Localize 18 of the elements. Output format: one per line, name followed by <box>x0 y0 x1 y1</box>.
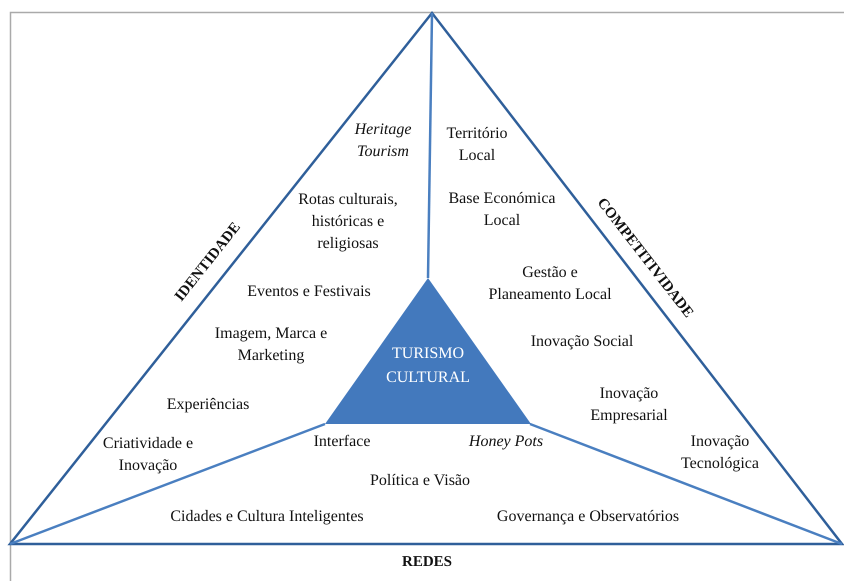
factor-label: Experiências <box>166 395 250 415</box>
node-label: TURISMO CULTURAL <box>385 344 471 388</box>
factor-label: Interface <box>312 432 372 452</box>
factor-label: Honey Pots <box>468 432 544 452</box>
factor-label: Território Local <box>445 124 509 166</box>
factor-label: Criatividade e Inovação <box>102 434 194 476</box>
factor-label: Imagem, Marca e Marketing <box>214 324 328 366</box>
factor-label: Heritage Tourism <box>354 120 412 162</box>
factor-label: Governança e Observatórios <box>496 507 680 527</box>
factor-label: Inovação Tecnológica <box>680 432 760 474</box>
factor-label: Política e Visão <box>368 471 472 491</box>
factor-label: Inovação Empresarial <box>589 384 669 426</box>
factor-label: Base Económica Local <box>447 189 557 231</box>
factor-label: Cidades e Cultura Inteligentes <box>169 507 365 527</box>
factor-label: Inovação Social <box>530 332 634 352</box>
factor-label: Rotas culturais, históricas e religiosas <box>297 190 399 254</box>
factor-label: Eventos e Festivais <box>246 282 372 302</box>
side-label: REDES <box>400 553 454 572</box>
